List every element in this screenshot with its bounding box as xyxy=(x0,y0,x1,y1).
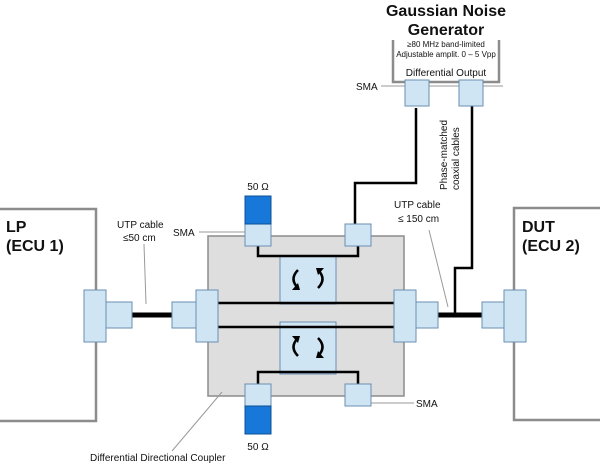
generator-spec-line2: Adjustable amplit. 0 – 5 Vpp xyxy=(396,50,496,59)
termination-top xyxy=(244,195,272,225)
noise-generator: Gaussian Noise Generator ≥80 MHz band-li… xyxy=(386,3,506,84)
utp-left-label-line1: UTP cable xyxy=(117,220,164,231)
upper-coupling-arrows-icon xyxy=(292,268,324,290)
sma-top-label: SMA xyxy=(356,82,378,93)
leader-lines xyxy=(143,229,449,452)
sma-bottom-label: SMA xyxy=(416,399,438,410)
utp-left-label-line2: ≤50 cm xyxy=(123,233,156,244)
generator-frame xyxy=(391,40,501,84)
termination-bottom xyxy=(244,405,272,435)
generator-title-line2: Generator xyxy=(408,22,484,39)
lp-label-line1: LP xyxy=(6,219,27,236)
coax-label-line1: Phase-matched xyxy=(439,120,450,190)
lower-coupling-block xyxy=(279,321,337,375)
sma-left-label: SMA xyxy=(173,228,195,239)
lower-coupling-arrows-icon xyxy=(292,336,324,358)
coax-label-line2: coaxial cables xyxy=(451,127,462,190)
dut-label-line2: (ECU 2) xyxy=(522,238,580,255)
utp-right-label-line2: ≤ 150 cm xyxy=(398,214,439,225)
connectors xyxy=(83,79,527,407)
termination-bottom-label: 50 Ω xyxy=(247,442,269,453)
termination-top-label: 50 Ω xyxy=(247,182,269,193)
dut-label-line1: DUT xyxy=(522,219,555,236)
upper-coupling-block xyxy=(279,255,337,305)
lp-ecu: LP (ECU 1) xyxy=(0,207,98,423)
lp-label-line2: (ECU 1) xyxy=(6,238,64,255)
generator-output-label: Differential Output xyxy=(406,68,487,79)
generator-title-line1: Gaussian Noise xyxy=(386,3,506,20)
generator-spec-line1: ≥80 MHz band-limited xyxy=(407,40,485,49)
coupler-label: Differential Directional Coupler xyxy=(90,453,226,464)
dut-ecu: DUT (ECU 2) xyxy=(512,206,600,422)
utp-right-label-line1: UTP cable xyxy=(394,200,441,211)
